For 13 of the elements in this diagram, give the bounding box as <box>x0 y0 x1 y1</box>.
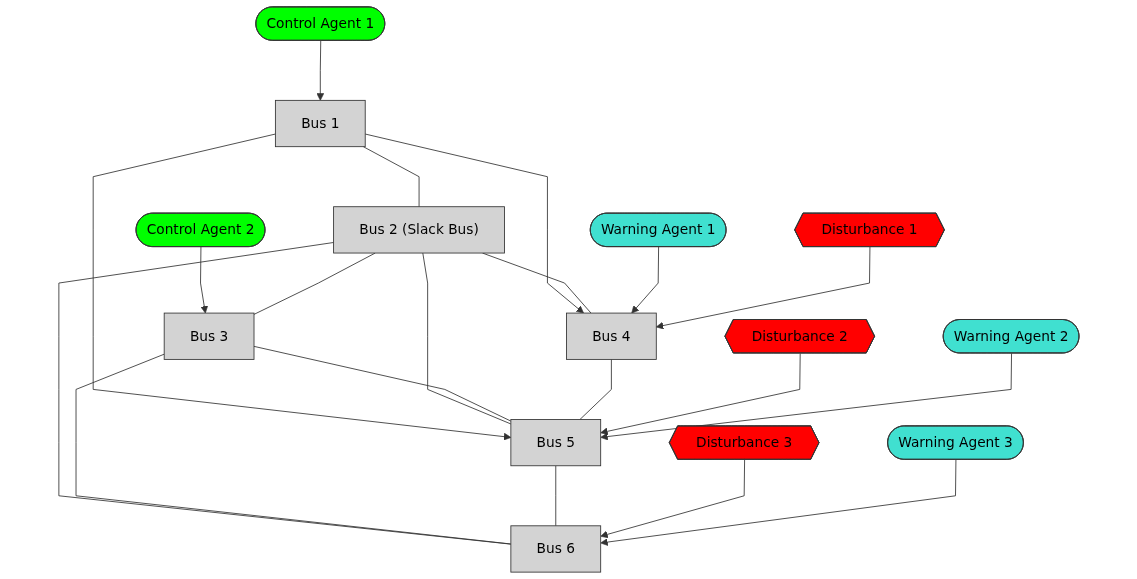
connector <box>75 353 511 545</box>
node-box: Bus 3 <box>163 312 254 360</box>
connector <box>253 345 511 422</box>
connector <box>554 465 556 527</box>
node-box: Bus 2 (Slack Bus) <box>332 206 505 254</box>
connector <box>362 146 420 208</box>
connector <box>421 252 511 425</box>
node-box: Bus 5 <box>510 419 601 467</box>
node-box: Bus 4 <box>565 312 657 360</box>
connector <box>579 358 612 420</box>
node-box: Bus 6 <box>510 525 601 573</box>
node-box: Bus 1 <box>274 99 366 148</box>
connector <box>58 242 511 545</box>
